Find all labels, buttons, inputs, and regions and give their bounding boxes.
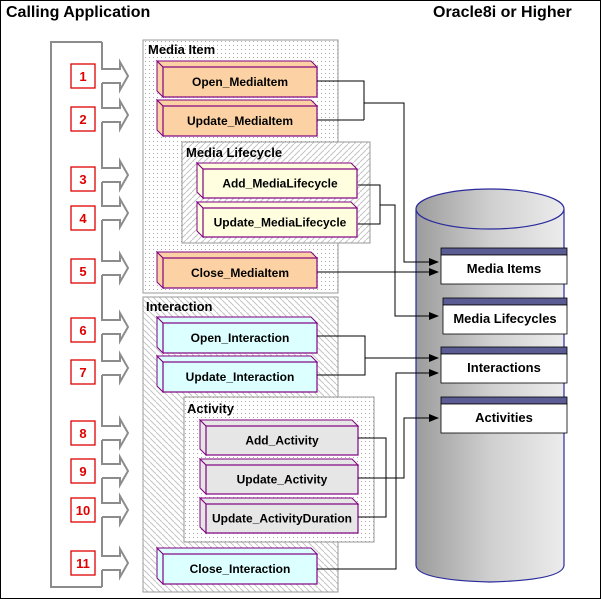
step-number-label: 6 — [79, 323, 86, 338]
update-activityduration-box: Update_ActivityDuration — [198, 496, 360, 535]
step-number-box — [70, 317, 96, 343]
media-item-group-label: Media Item — [148, 42, 215, 57]
add-activity-label: Add_Activity — [245, 434, 319, 448]
step-number-box — [70, 458, 96, 484]
step-number-label: 1 — [79, 69, 86, 84]
step-5: 5 — [70, 258, 96, 284]
table-media-lifecycles: Media Lifecycles — [442, 297, 568, 335]
open-mediaitem-label: Open_MediaItem — [192, 75, 288, 89]
step-6: 6 — [70, 317, 96, 343]
close-interaction-label: Close_Interaction — [190, 562, 291, 576]
step-2: 2 — [70, 106, 96, 132]
step-number-label: 7 — [79, 365, 86, 380]
close-mediaitem-box: Close_MediaItem — [155, 250, 319, 290]
step-number-box — [70, 258, 96, 284]
update-mediaitem-box: Update_MediaItem — [155, 98, 319, 138]
update-activity-label: Update_Activity — [237, 473, 328, 487]
step-numbers: 1 2 3 4 5 6 7 8 9 10 11 — [70, 63, 96, 576]
update-interaction-box: Update_Interaction — [155, 354, 319, 394]
step-8: 8 — [70, 420, 96, 446]
step-number-label: 10 — [76, 503, 90, 518]
interaction-group-label: Interaction — [146, 299, 213, 314]
update-medialifecycle-label: Update_MediaLifecycle — [214, 216, 347, 230]
table-label: Media Items — [467, 261, 541, 276]
table-label: Media Lifecycles — [453, 311, 556, 326]
update-activity-box: Update_Activity — [198, 457, 360, 496]
step-3: 3 — [70, 166, 96, 192]
close-interaction-box: Close_Interaction — [155, 546, 319, 586]
step-4: 4 — [70, 205, 96, 231]
close-mediaitem-label: Close_MediaItem — [191, 266, 289, 280]
step-10: 10 — [70, 497, 96, 523]
calling-application-title: Calling Application — [6, 4, 151, 21]
table-label: Interactions — [467, 360, 541, 375]
step-number-label: 4 — [79, 211, 87, 226]
update-mediaitem-label: Update_MediaItem — [187, 114, 293, 128]
step-11: 11 — [70, 550, 96, 576]
add-activity-box: Add_Activity — [198, 418, 360, 457]
step-number-label: 9 — [79, 464, 86, 479]
open-interaction-box: Open_Interaction — [155, 315, 319, 355]
step-number-label: 3 — [79, 172, 86, 187]
table-activities: Activities — [440, 396, 568, 434]
step-number-label: 11 — [76, 556, 90, 571]
step-number-box — [70, 359, 96, 385]
activity-group-label: Activity — [187, 401, 235, 416]
step-number-label: 2 — [79, 112, 86, 127]
step-7: 7 — [70, 359, 96, 385]
step-1: 1 — [70, 63, 96, 89]
step-number-label: 8 — [79, 426, 86, 441]
table-media-items: Media Items — [440, 247, 568, 285]
table-label: Activities — [475, 410, 533, 425]
update-activityduration-label: Update_ActivityDuration — [212, 512, 352, 526]
open-mediaitem-box: Open_MediaItem — [155, 59, 319, 99]
step-number-box — [70, 497, 96, 523]
oracle-title: Oracle8i or Higher — [433, 4, 572, 21]
connectors — [317, 80, 438, 570]
step-number-box — [70, 550, 96, 576]
step-number-box — [70, 420, 96, 446]
step-number-box — [70, 106, 96, 132]
table-interactions: Interactions — [440, 346, 568, 384]
step-number-box — [70, 63, 96, 89]
update-interaction-label: Update_Interaction — [186, 370, 295, 384]
step-number-label: 5 — [79, 264, 86, 279]
media-lifecycle-group-label: Media Lifecycle — [186, 145, 282, 160]
step-number-box — [70, 166, 96, 192]
step-9: 9 — [70, 458, 96, 484]
open-interaction-label: Open_Interaction — [191, 331, 290, 345]
update-medialifecycle-box: Update_MediaLifecycle — [195, 200, 359, 239]
step-number-box — [70, 205, 96, 231]
add-medialifecycle-box: Add_MediaLifecycle — [195, 161, 359, 200]
add-medialifecycle-label: Add_MediaLifecycle — [222, 177, 338, 191]
step-flow-bracket — [50, 41, 130, 588]
